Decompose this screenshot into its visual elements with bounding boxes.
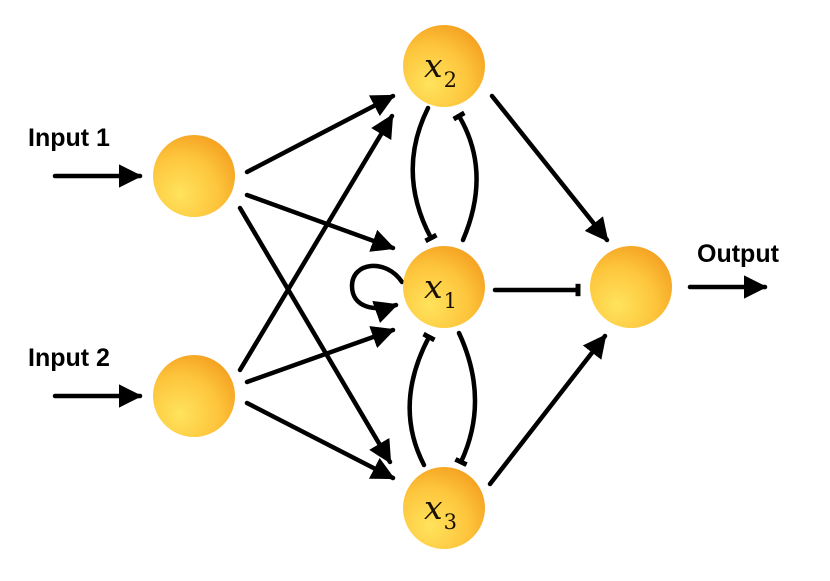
edge-x2-out <box>489 93 610 243</box>
edge-x2-x1-inhibit <box>410 105 438 244</box>
edge-in2-x3 <box>244 400 396 481</box>
hidden-node-x2 <box>403 25 485 107</box>
edge-in2-x2 <box>237 113 395 373</box>
output-node <box>590 246 672 328</box>
edge-x3-x1-inhibit <box>407 331 436 468</box>
edge-x3-out <box>487 333 608 487</box>
output-label: Output <box>697 240 780 268</box>
edge-in1-x1 <box>244 192 396 252</box>
edge-in1-x2 <box>244 93 396 175</box>
edge-x1-x3-inhibit <box>454 330 478 467</box>
edge-x1-self-loop <box>349 263 405 323</box>
input-node-2 <box>153 355 235 437</box>
node-label-x2: x2 <box>424 46 457 92</box>
input1-label: Input 1 <box>28 124 110 152</box>
edge-in2-x1 <box>244 326 396 385</box>
input2-label: Input 2 <box>28 344 110 372</box>
hidden-node-x3 <box>403 467 485 549</box>
edge-x1-x2-inhibit <box>452 110 479 243</box>
edge-in1-x3 <box>237 205 393 465</box>
hidden-node-x1 <box>403 246 485 328</box>
node-label-x1: x1 <box>424 267 457 313</box>
node-label-x3: x3 <box>424 488 457 534</box>
input-node-1 <box>153 135 235 217</box>
